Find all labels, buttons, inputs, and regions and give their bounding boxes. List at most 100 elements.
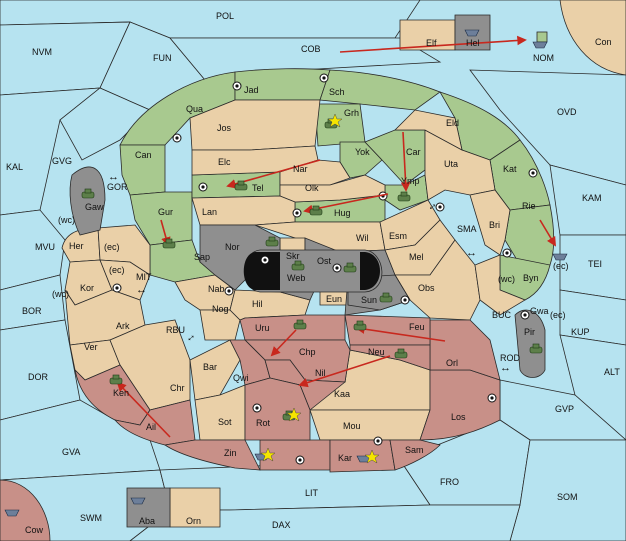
two-way-arrow-icon: ↔ (466, 247, 477, 259)
sea-ALT[interactable] (559, 334, 626, 441)
supply-center (295, 455, 305, 465)
army-unit[interactable] (234, 180, 248, 191)
sea-KUP[interactable] (559, 289, 626, 346)
label-Neu: Neu (368, 347, 385, 357)
sea-MVU[interactable] (0, 209, 66, 291)
label-POL: POL (216, 11, 234, 21)
land-NOM-island[interactable] (536, 31, 548, 43)
label-Aba: Aba (139, 516, 155, 526)
sea-KAM[interactable] (549, 164, 626, 236)
label-Can: Can (135, 150, 152, 160)
sea-COB[interactable] (169, 37, 442, 81)
land-Bri[interactable] (469, 189, 511, 256)
army-unit[interactable] (309, 205, 323, 216)
label-Ost: Ost (317, 256, 332, 266)
land-Sch[interactable] (319, 69, 441, 111)
land-Pir[interactable] (514, 309, 546, 378)
army-unit[interactable] (81, 188, 95, 199)
land-labels: Elf Hel Jad Sch Qua Grh Jos Eld Can Yok … (69, 38, 549, 526)
coast-label: (ec) (553, 261, 569, 271)
fleet-unit[interactable] (4, 509, 20, 517)
label-Jos: Jos (217, 123, 232, 133)
land-Gwa[interactable] (474, 254, 526, 316)
label-Orl: Orl (446, 358, 458, 368)
land-Gaw[interactable] (69, 166, 106, 236)
label-Ken: Ken (113, 388, 129, 398)
label-Eun: Eun (326, 294, 342, 304)
label-KUP: KUP (571, 327, 590, 337)
label-Olk: Olk (305, 183, 319, 193)
sea-SOM[interactable] (509, 439, 626, 541)
label-NVM: NVM (32, 47, 52, 57)
land-Rot[interactable] (244, 377, 311, 441)
label-FUN: FUN (153, 53, 172, 63)
land-Nog[interactable] (199, 309, 241, 341)
label-Lan: Lan (202, 207, 217, 217)
label-GVG: GVG (52, 156, 72, 166)
army-unit[interactable] (162, 238, 176, 249)
army-unit[interactable] (293, 319, 307, 330)
supply-center (319, 73, 329, 83)
land-Sam[interactable] (389, 439, 441, 471)
land-Ken[interactable] (74, 364, 151, 426)
army-unit[interactable] (529, 343, 543, 354)
label-Nab: Nab (208, 284, 225, 294)
fleet-unit[interactable] (552, 253, 568, 261)
label-DOR: DOR (28, 372, 49, 382)
label-SMA: SMA (457, 224, 477, 234)
supply-center (260, 255, 270, 265)
land-Zin[interactable] (163, 439, 261, 471)
label-Hil: Hil (252, 299, 263, 309)
army-unit[interactable] (109, 374, 123, 385)
army-unit[interactable] (265, 236, 279, 247)
label-Chp: Chp (299, 347, 316, 357)
coast-label: (wc) (498, 274, 515, 284)
label-Ail: Ail (146, 422, 156, 432)
land-Mou[interactable] (309, 409, 431, 441)
label-Uru: Uru (255, 323, 270, 333)
label-Mou: Mou (343, 421, 361, 431)
sea-KAL[interactable] (0, 87, 102, 216)
army-unit[interactable] (353, 320, 367, 331)
label-Elc: Elc (218, 157, 231, 167)
label-SWM: SWM (80, 513, 102, 523)
supply-centers (112, 73, 538, 465)
label-OVD: OVD (557, 107, 577, 117)
army-unit[interactable] (343, 262, 357, 273)
label-Sam: Sam (405, 445, 424, 455)
label-Qwi: Qwi (233, 373, 249, 383)
coast-label: (wc) (52, 289, 69, 299)
label-Cow: Cow (25, 525, 44, 535)
two-way-arrow-icon: ↔ (136, 284, 147, 296)
label-Car: Car (406, 147, 421, 157)
sea-GVG[interactable] (59, 87, 151, 161)
supply-center (198, 182, 208, 192)
label-Orn: Orn (186, 516, 201, 526)
army-unit[interactable] (291, 260, 305, 271)
fleet-unit[interactable] (464, 29, 480, 37)
fleet-unit[interactable] (532, 41, 548, 49)
supply-center (487, 393, 497, 403)
label-Los: Los (451, 412, 466, 422)
army-unit[interactable] (394, 348, 408, 359)
label-Nil: Nil (315, 368, 326, 378)
fleet-unit[interactable] (130, 497, 146, 505)
label-Chr: Chr (170, 383, 185, 393)
dislodged-star-icon (364, 449, 380, 464)
label-Con: Con (595, 37, 612, 47)
army-unit[interactable] (379, 292, 393, 303)
label-MVU: MVU (35, 242, 55, 252)
move-arrow (339, 35, 527, 53)
land-Bar[interactable] (189, 339, 241, 401)
sea-TEI[interactable] (559, 234, 626, 301)
label-Kat: Kat (503, 164, 517, 174)
label-Yok: Yok (355, 147, 370, 157)
label-LIT: LIT (305, 488, 319, 498)
sea-GVA[interactable] (0, 399, 161, 481)
coast-label: (wc) (58, 215, 75, 225)
label-DAX: DAX (272, 520, 291, 530)
dislodged-star-icon (286, 407, 302, 422)
army-unit[interactable] (397, 191, 411, 202)
label-Skr: Skr (286, 251, 300, 261)
